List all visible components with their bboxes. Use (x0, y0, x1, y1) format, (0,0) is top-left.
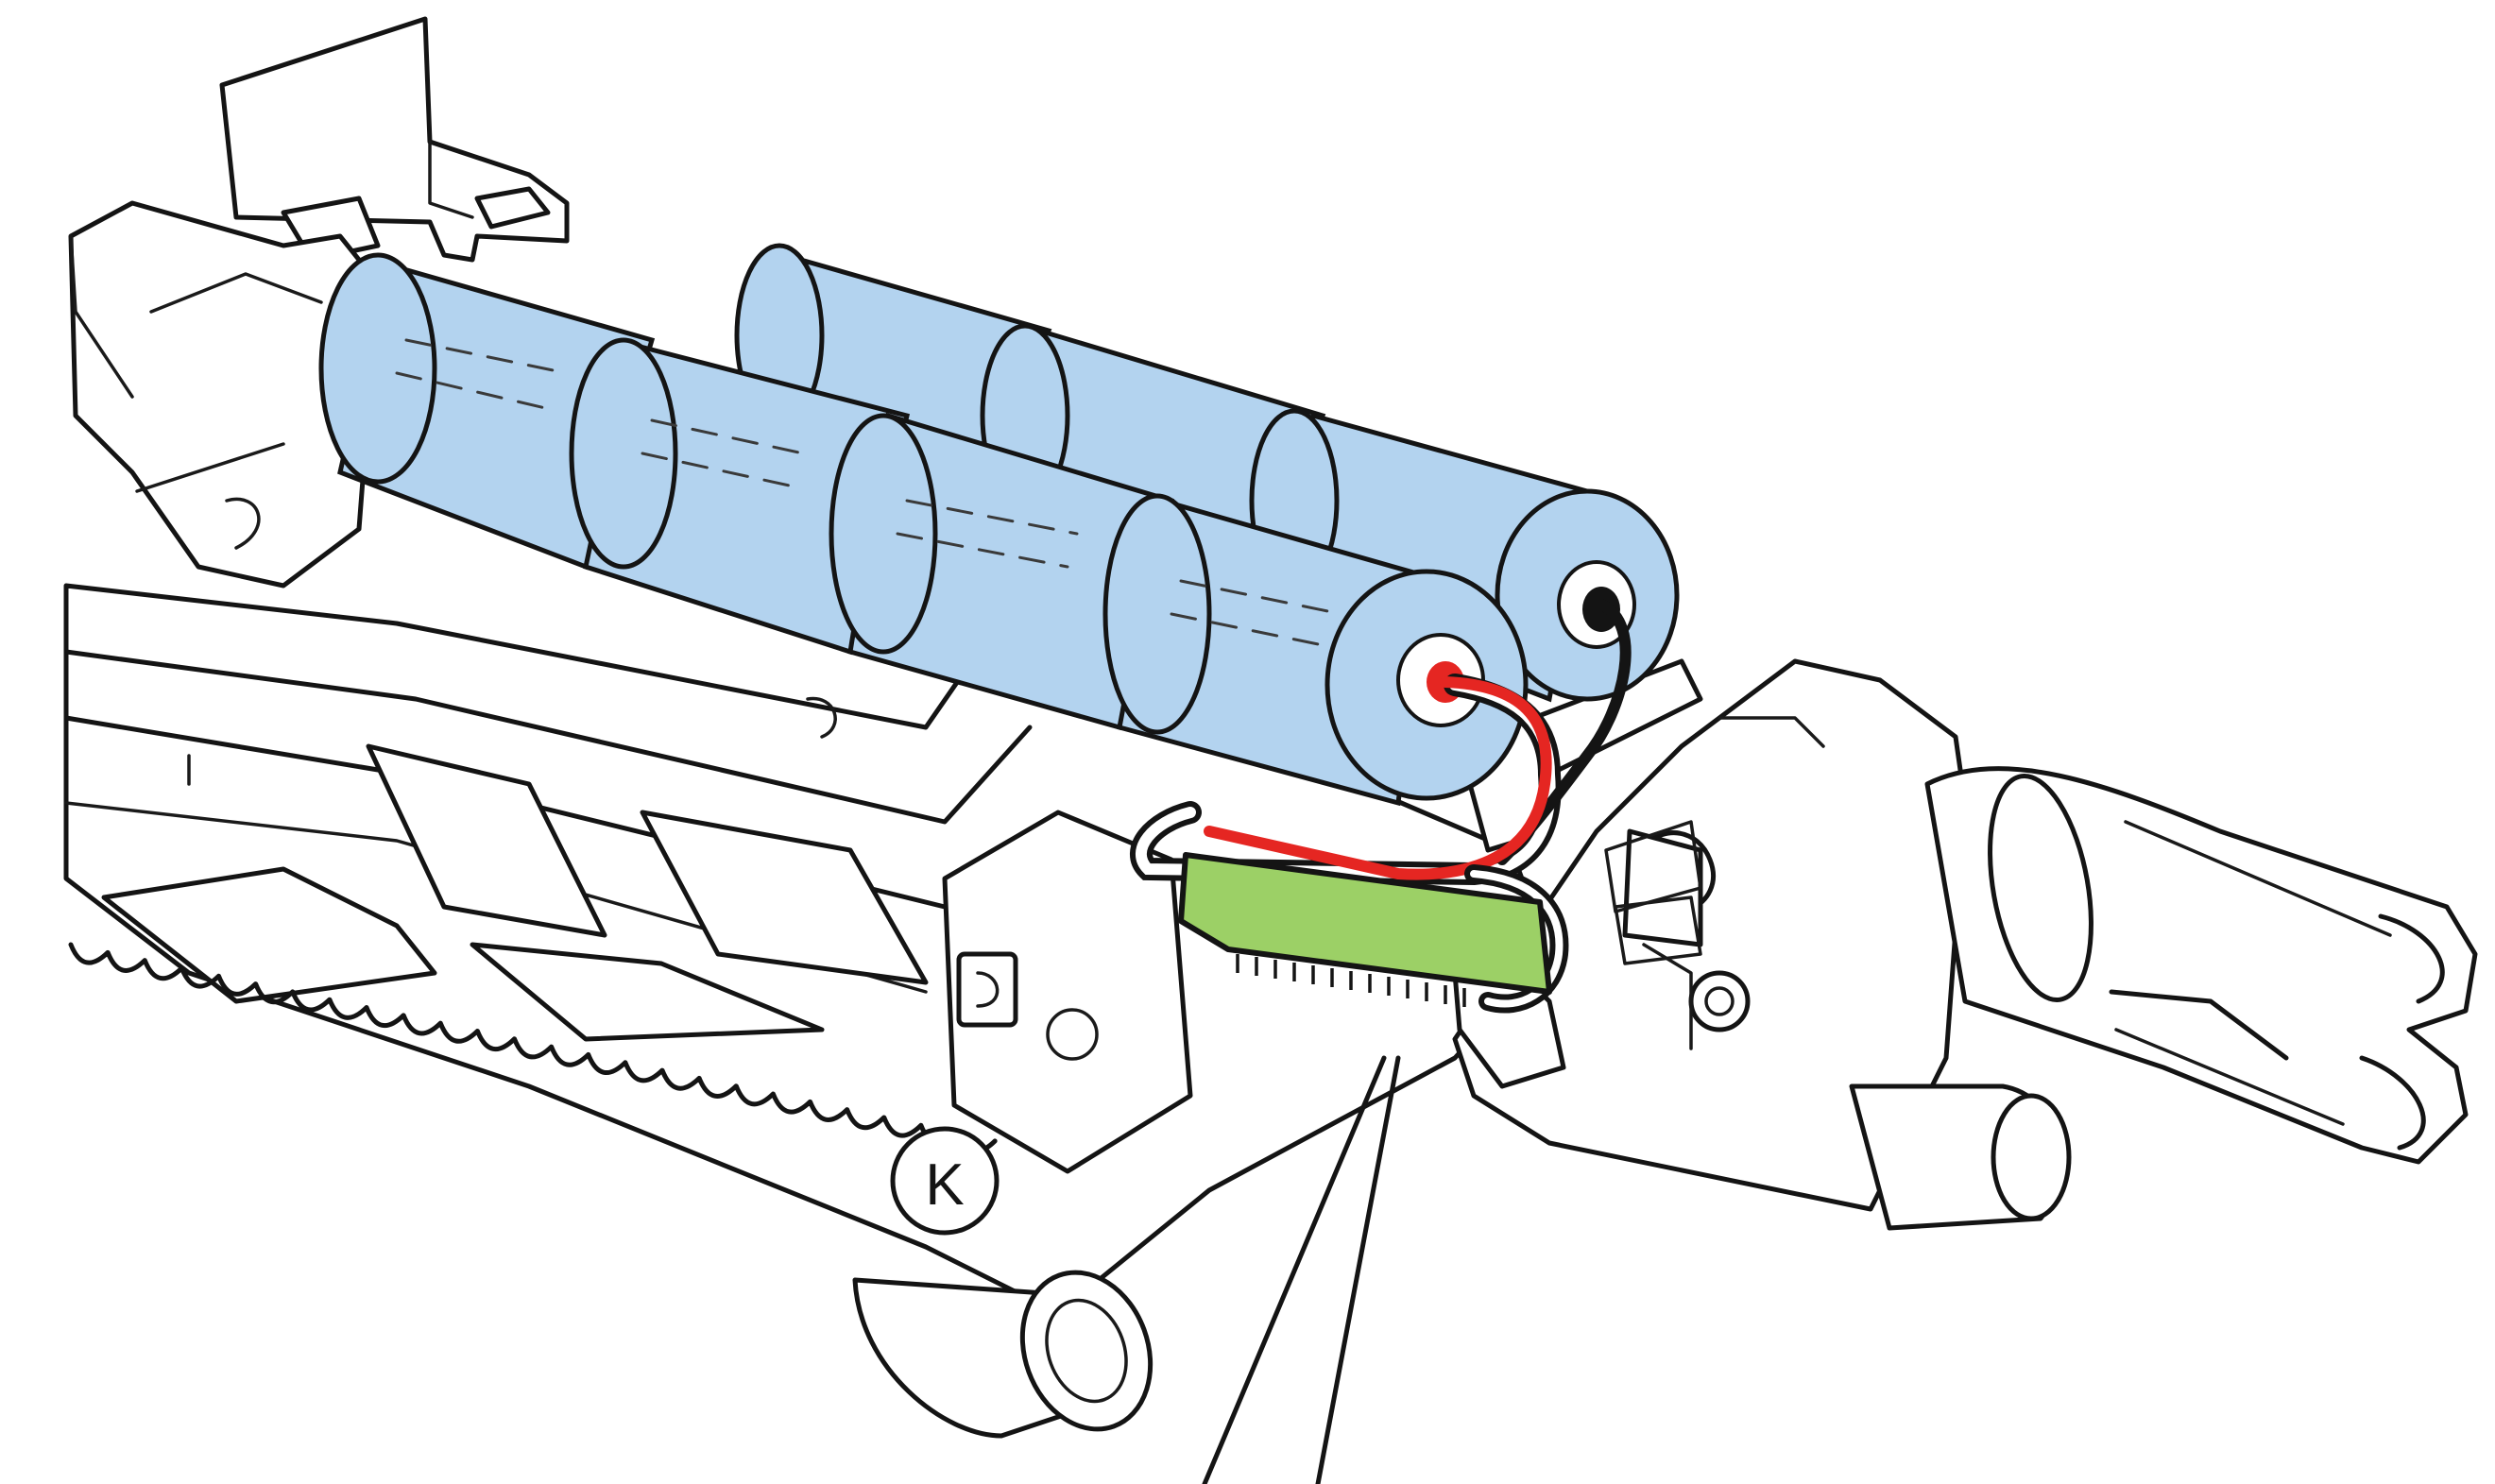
stock-marking: K (925, 1152, 964, 1218)
callout-leader-lines (1202, 1055, 1401, 1484)
wire-positive (1204, 676, 1552, 880)
handguard-body: K (63, 200, 1552, 1316)
battery-cell-front-2 (569, 337, 911, 656)
circuit-board-pins (1236, 954, 1466, 1007)
circuit-board (1178, 852, 1552, 1007)
battery-cell-front-4 (1102, 493, 1529, 807)
battery-wiring (1130, 599, 1632, 1014)
front-sight-assembly (1452, 658, 2478, 1231)
lower-pivot-tube (852, 1270, 1154, 1439)
battery-pack (318, 243, 1680, 807)
stock-screw (890, 1126, 1000, 1236)
upper-receiver-frame (219, 16, 570, 263)
